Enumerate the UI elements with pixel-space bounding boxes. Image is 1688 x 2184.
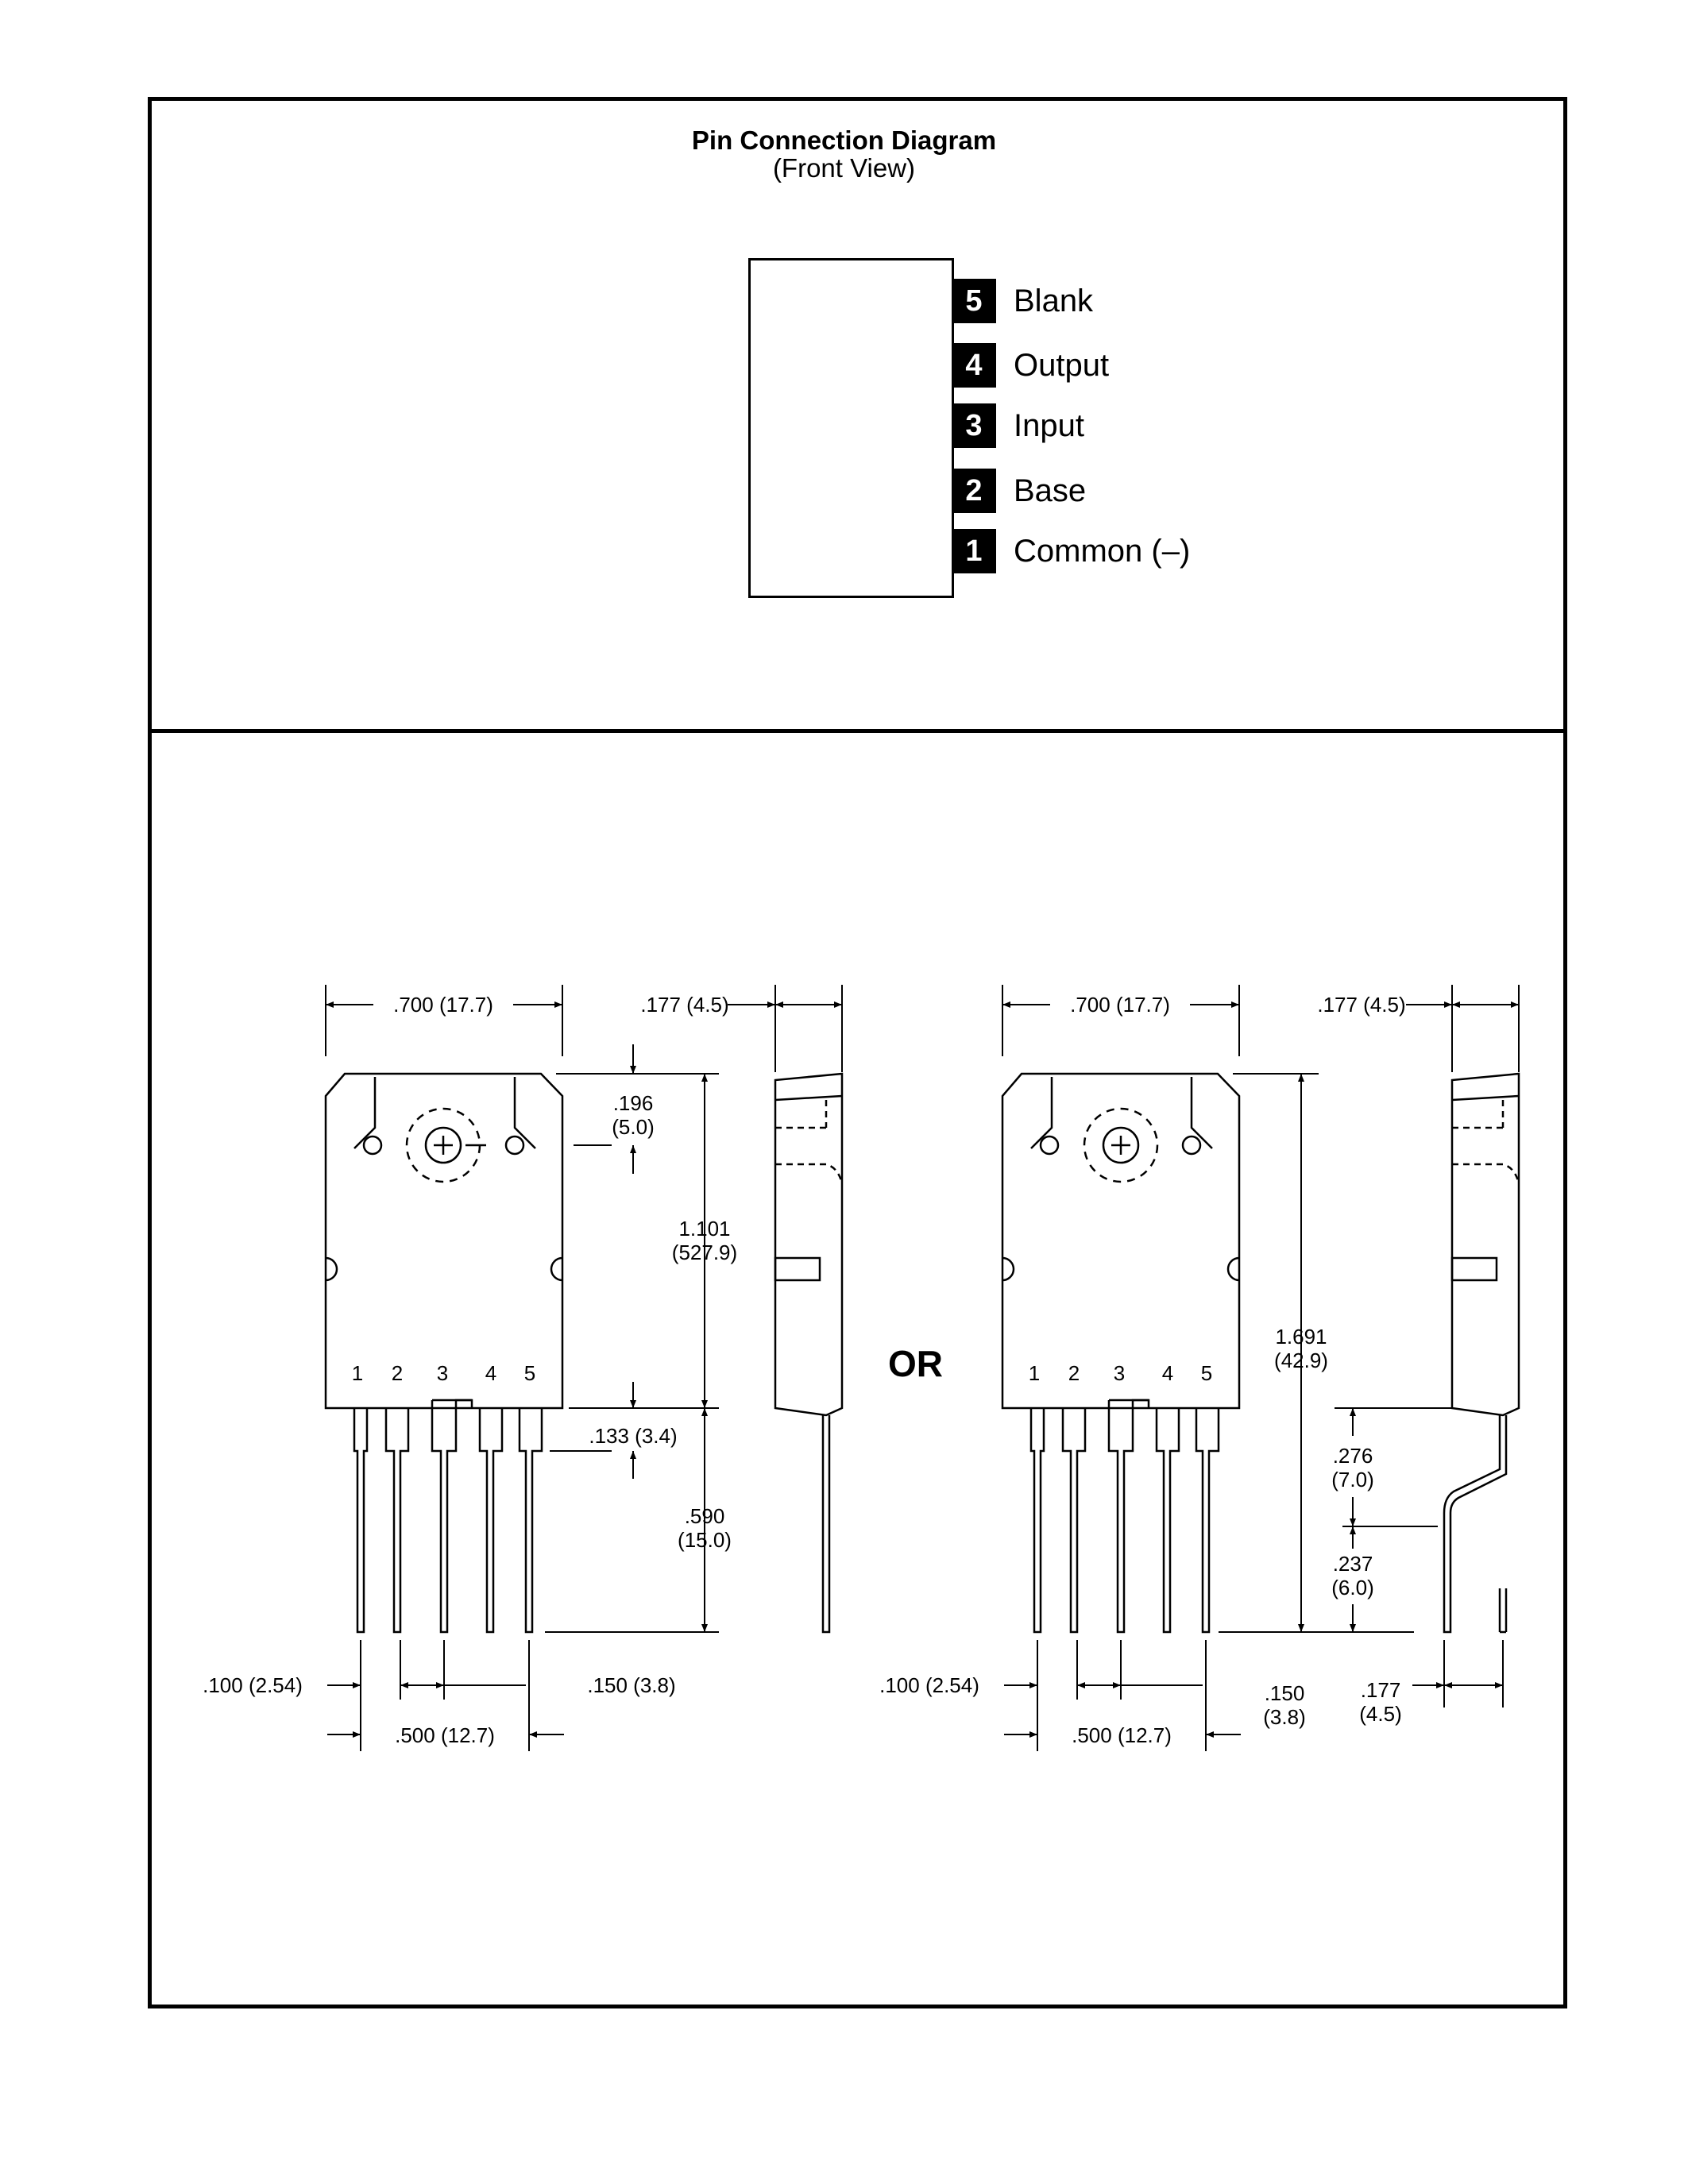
pin-number-badge: 4	[952, 343, 996, 388]
pin-number-1: 1	[1029, 1361, 1040, 1385]
pin-number-3: 3	[437, 1361, 448, 1385]
pin-number-badge: 5	[952, 279, 996, 323]
outer-frame	[148, 97, 1567, 2008]
right-package-side	[1443, 1072, 1520, 1634]
pin-label: Output	[1014, 347, 1110, 383]
dim-hole-metric: (5.0)	[612, 1115, 654, 1139]
pin-number-4: 4	[1162, 1361, 1173, 1385]
pin-row-2: 2 Base	[952, 469, 1086, 513]
dim-height-metric: (527.9)	[672, 1241, 737, 1264]
dim-depth: .177 (4.5)	[640, 993, 728, 1017]
pin-number-5: 5	[1201, 1361, 1212, 1385]
dim-spacing: .150	[1265, 1681, 1305, 1705]
pin-label: Common (–)	[1014, 533, 1191, 569]
pin-number-badge: 1	[952, 529, 996, 573]
dim-bend-2: .237	[1333, 1552, 1373, 1576]
dim-width: .700 (17.7)	[1070, 993, 1170, 1017]
dim-spacing: .150 (3.8)	[587, 1673, 675, 1697]
dim-offset-metric: (4.5)	[1359, 1702, 1401, 1726]
dim-pitch: .100 (2.54)	[203, 1673, 303, 1697]
dim-hole: .196	[613, 1091, 654, 1115]
left-dimension-lines	[325, 985, 843, 1751]
dim-height: 1.101	[678, 1217, 730, 1241]
pin-number-2: 2	[392, 1361, 403, 1385]
pin-number-3: 3	[1114, 1361, 1125, 1385]
dim-pitch: .100 (2.54)	[879, 1673, 979, 1697]
dim-bend-1-metric: (7.0)	[1331, 1468, 1373, 1491]
dim-offset: .177	[1361, 1678, 1401, 1702]
pin-number-badge: 3	[952, 403, 996, 448]
dim-lead-length: .590	[685, 1504, 725, 1528]
pin-number-2: 2	[1068, 1361, 1080, 1385]
pin-number-1: 1	[352, 1361, 363, 1385]
diagram-title: Pin Connection Diagram	[691, 125, 997, 155]
right-package-front	[1001, 1072, 1241, 1634]
pin-number-5: 5	[524, 1361, 535, 1385]
pin-row-5: 5 Blank	[952, 279, 1093, 323]
dim-bend-2-metric: (6.0)	[1331, 1576, 1373, 1599]
dim-lead-shoulder: .133 (3.4)	[589, 1424, 677, 1448]
left-dimension-labels: .700 (17.7) .177 (4.5) .196 (5.0) 1.101 …	[203, 993, 737, 1747]
right-dimension-labels: .700 (17.7) .177 (4.5) 1.691 (42.9) .276…	[879, 993, 1406, 1747]
pin-row-3: 3 Input	[952, 403, 1084, 448]
right-dimension-lines	[1002, 985, 1520, 1751]
pin-number-4: 4	[485, 1361, 496, 1385]
diagram-subtitle: (Front View)	[772, 153, 916, 183]
left-package-side	[774, 1072, 844, 1634]
pin-row-4: 4 Output	[952, 343, 1109, 388]
dim-spacing-metric: (3.8)	[1263, 1705, 1305, 1729]
dim-span: .500 (12.7)	[395, 1723, 495, 1747]
pin-label: Blank	[1014, 283, 1094, 318]
pin-number-badge: 2	[952, 469, 996, 513]
section-divider	[148, 729, 1567, 733]
or-label: OR	[888, 1343, 943, 1384]
pin-row-1: 1 Common (–)	[952, 529, 1190, 573]
dim-height: 1.691	[1275, 1325, 1327, 1349]
left-package-front	[324, 1072, 564, 1634]
dim-bend-1: .276	[1333, 1444, 1373, 1468]
dim-height-metric: (42.9)	[1274, 1349, 1328, 1372]
pin-label: Input	[1014, 407, 1084, 443]
dim-lead-length-metric: (15.0)	[678, 1528, 732, 1552]
dim-depth: .177 (4.5)	[1317, 993, 1405, 1017]
dim-width: .700 (17.7)	[393, 993, 493, 1017]
pin-label: Base	[1014, 473, 1087, 508]
dim-span: .500 (12.7)	[1072, 1723, 1172, 1747]
